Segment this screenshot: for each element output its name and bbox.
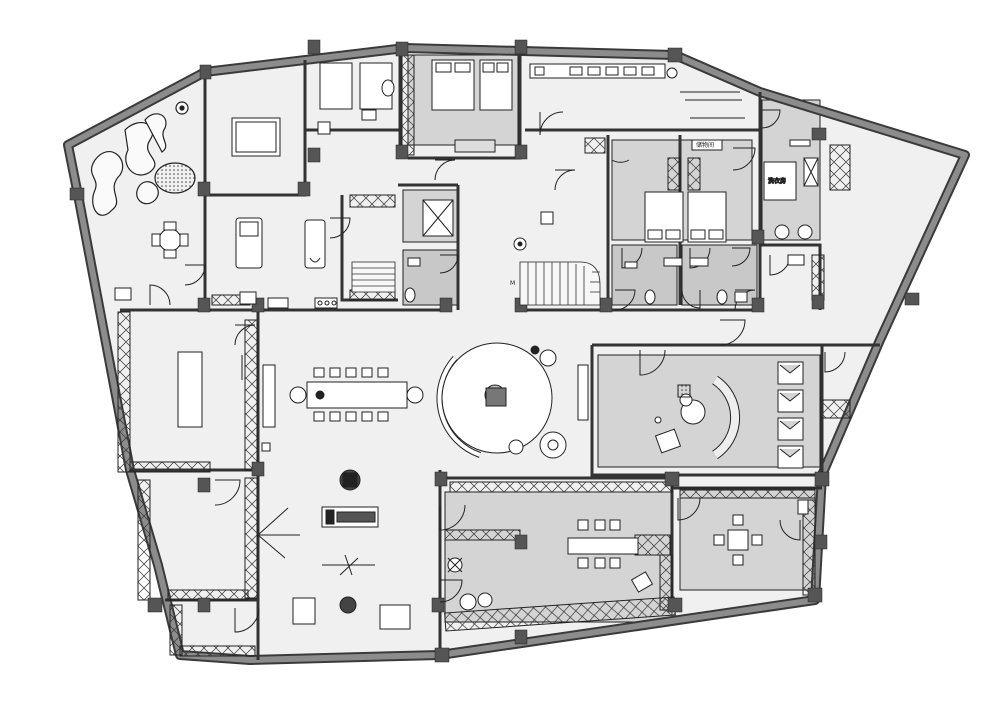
bath-a — [611, 244, 678, 306]
garden — [90, 101, 196, 216]
lounge-furniture — [654, 361, 804, 469]
upper-rooms-furniture — [231, 62, 395, 309]
hatched-walls — [117, 54, 851, 657]
laundry-tag: 洗衣房 — [768, 177, 786, 185]
stair-marker-label: M — [510, 280, 515, 287]
dining-set — [177, 351, 424, 428]
bath-fixtures — [404, 139, 748, 305]
gym-equipment — [257, 442, 411, 630]
kitchen-counter — [529, 63, 745, 119]
storage-tag: 储物间 — [696, 141, 714, 149]
study-furniture — [447, 499, 809, 611]
sinks — [114, 211, 805, 305]
laundry-fixtures: 洗衣房 — [763, 139, 819, 240]
beds — [431, 59, 727, 243]
staircase — [351, 261, 601, 306]
round-dining-set — [151, 221, 189, 259]
columns — [69, 39, 920, 663]
doors — [149, 109, 846, 633]
round-sofa — [436, 342, 589, 459]
